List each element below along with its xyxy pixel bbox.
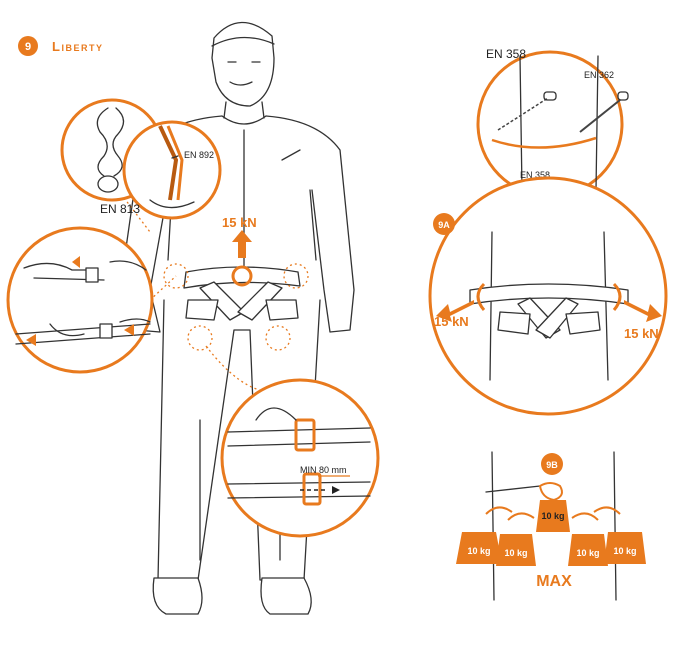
weight-left-outer-icon bbox=[456, 532, 502, 564]
rope-tie-in-icon bbox=[149, 125, 195, 209]
central-force-label: 15 kN bbox=[222, 215, 257, 230]
highlight-left-buckle bbox=[187, 325, 213, 351]
en358-top-label: EN 358 bbox=[486, 47, 526, 61]
figure-eight-knot-icon bbox=[96, 107, 125, 193]
buckle-threading-icon bbox=[227, 407, 371, 506]
en813-label: EN 813 bbox=[100, 202, 140, 216]
weight-right-inner-icon bbox=[568, 534, 608, 566]
weight-left-inner-label: 10 kg bbox=[504, 548, 527, 558]
weight-right-outer-label: 10 kg bbox=[613, 546, 636, 556]
highlight-left-hip bbox=[163, 263, 189, 289]
weight-center-icon bbox=[536, 500, 570, 532]
pull-arrow-left-icon bbox=[26, 334, 36, 346]
step-number-badge bbox=[18, 36, 38, 56]
side-attachment-harness-icon bbox=[469, 231, 629, 381]
left-force-arrow bbox=[436, 300, 474, 322]
en362-label: EN 362 bbox=[584, 70, 614, 80]
panel-9b-badge bbox=[541, 453, 563, 475]
page-title: Liberty bbox=[52, 39, 103, 54]
step-number: 9 bbox=[25, 41, 31, 53]
highlight-right-hip bbox=[283, 263, 309, 289]
panel-9a-label: 9A bbox=[438, 220, 450, 230]
pull-arrow-right-icon bbox=[124, 324, 134, 336]
hands-adjusting-buckle-icon bbox=[15, 260, 151, 345]
pull-arrow-top-icon bbox=[72, 256, 80, 268]
weight-right-inner-label: 10 kg bbox=[576, 548, 599, 558]
weight-right-outer-icon bbox=[604, 532, 646, 564]
harness-attachment-ring bbox=[231, 265, 253, 287]
lanyard-connector-icon bbox=[491, 55, 629, 191]
en892-label: EN 892 bbox=[184, 150, 214, 160]
right-force-arrow bbox=[624, 300, 662, 322]
en358-bottom-label: EN 358 bbox=[520, 170, 550, 180]
gear-loops-panel: 9B bbox=[456, 451, 646, 601]
panel-9a-badge bbox=[433, 213, 455, 235]
central-force-arrow bbox=[232, 230, 252, 258]
right-force-label: 15 kN bbox=[624, 326, 659, 341]
rope-detail-callout bbox=[122, 120, 222, 220]
buckle-adjust-callout bbox=[6, 226, 154, 374]
highlight-right-buckle bbox=[265, 325, 291, 351]
max-label: MAX bbox=[536, 573, 572, 590]
buckle-minimum-tail-callout bbox=[220, 378, 380, 538]
left-force-label: 15 kN bbox=[434, 314, 469, 329]
harness-main bbox=[183, 265, 301, 321]
min-length-label: MIN 80 mm bbox=[300, 465, 347, 475]
weight-center-label: 10 kg bbox=[541, 511, 564, 521]
panel-9b-label: 9B bbox=[546, 460, 558, 470]
weight-left-outer-label: 10 kg bbox=[467, 546, 490, 556]
weight-left-inner-icon bbox=[496, 534, 536, 566]
person-figure bbox=[119, 21, 355, 615]
